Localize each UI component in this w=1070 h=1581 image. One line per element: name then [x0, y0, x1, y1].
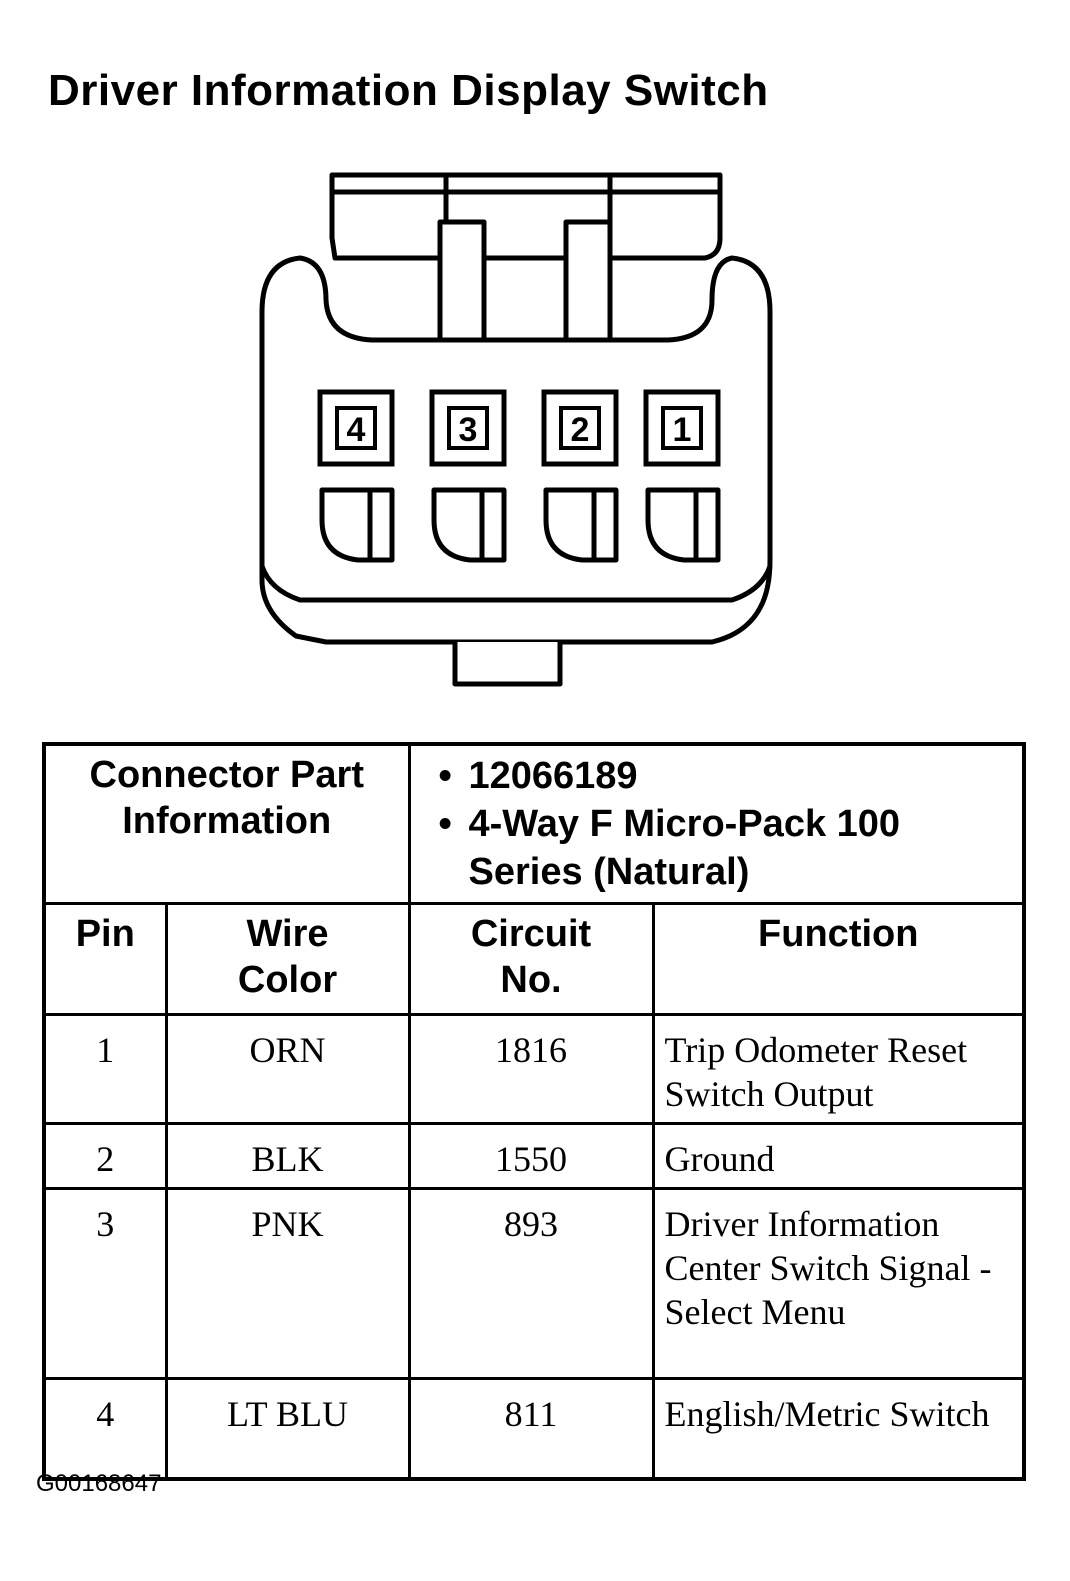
column-header-function: Function	[651, 902, 1026, 1016]
pin-box-4	[317, 389, 395, 467]
connector-bottom-tab	[452, 642, 563, 687]
table-row: 1 ORN 1816 Trip Odometer Reset Switch Ou…	[42, 1013, 1026, 1125]
wire-color-cell: ORN	[164, 1013, 411, 1125]
latch-post-left	[437, 219, 487, 343]
pin-label-2: 2	[571, 411, 590, 449]
column-header-wire-color: Wire Color	[164, 902, 411, 1016]
terminal-cavity-1	[645, 487, 721, 563]
wire-color-cell: LT BLU	[164, 1377, 411, 1480]
part-info-row: Connector Part Information 12066189 4-Wa…	[42, 742, 1026, 905]
pin-cell: 4	[42, 1377, 168, 1480]
column-header-circuit-no: Circuit No.	[407, 902, 655, 1016]
circuit-cell: 1816	[407, 1013, 655, 1125]
wire-color-cell: BLK	[164, 1122, 411, 1190]
table-row: 3 PNK 893 Driver Information Center Swit…	[42, 1187, 1026, 1380]
pin-cell: 2	[42, 1122, 168, 1190]
diagram-title: Driver Information Display Switch	[48, 66, 769, 115]
connector-latch	[329, 172, 723, 261]
function-cell: Trip Odometer Reset Switch Output	[651, 1013, 1026, 1125]
circuit-cell: 811	[407, 1377, 655, 1480]
pin-box-2	[541, 389, 619, 467]
part-info-values: 12066189 4-Way F Micro-Pack 100 Series (…	[407, 742, 1026, 905]
connector-diagram: 4 3 2 1	[259, 172, 773, 687]
table-row: 2 BLK 1550 Ground	[42, 1122, 1026, 1190]
pin-cell: 3	[42, 1187, 168, 1380]
function-cell: English/Metric Switch	[651, 1377, 1026, 1480]
pin-label-3: 3	[459, 411, 478, 449]
part-info-label: Connector Part Information	[42, 742, 411, 905]
wire-color-cell: PNK	[164, 1187, 411, 1380]
function-cell: Driver Information Center Switch Signal …	[651, 1187, 1026, 1380]
table-row: 4 LT BLU 811 English/Metric Switch	[42, 1377, 1026, 1480]
terminal-cavity-3	[431, 487, 507, 563]
circuit-cell: 1550	[407, 1122, 655, 1190]
pin-label-1: 1	[673, 411, 692, 449]
column-header-row: Pin Wire Color Circuit No. Function	[42, 902, 1026, 1016]
pin-label-4: 4	[347, 411, 366, 449]
terminal-cavity-4	[319, 487, 395, 563]
pin-box-3	[429, 389, 507, 467]
column-header-pin: Pin	[42, 902, 168, 1016]
part-number: 12066189	[439, 752, 1017, 800]
circuit-cell: 893	[407, 1187, 655, 1380]
pin-cell: 1	[42, 1013, 168, 1125]
pin-box-1	[643, 389, 721, 467]
figure-code: G00168647	[36, 1470, 162, 1497]
connector-pinout-table: Connector Part Information 12066189 4-Wa…	[42, 742, 1027, 1481]
function-cell: Ground	[651, 1122, 1026, 1190]
part-description: 4-Way F Micro-Pack 100 Series (Natural)	[439, 800, 1017, 896]
latch-post-right	[563, 219, 613, 343]
terminal-cavity-2	[543, 487, 619, 563]
